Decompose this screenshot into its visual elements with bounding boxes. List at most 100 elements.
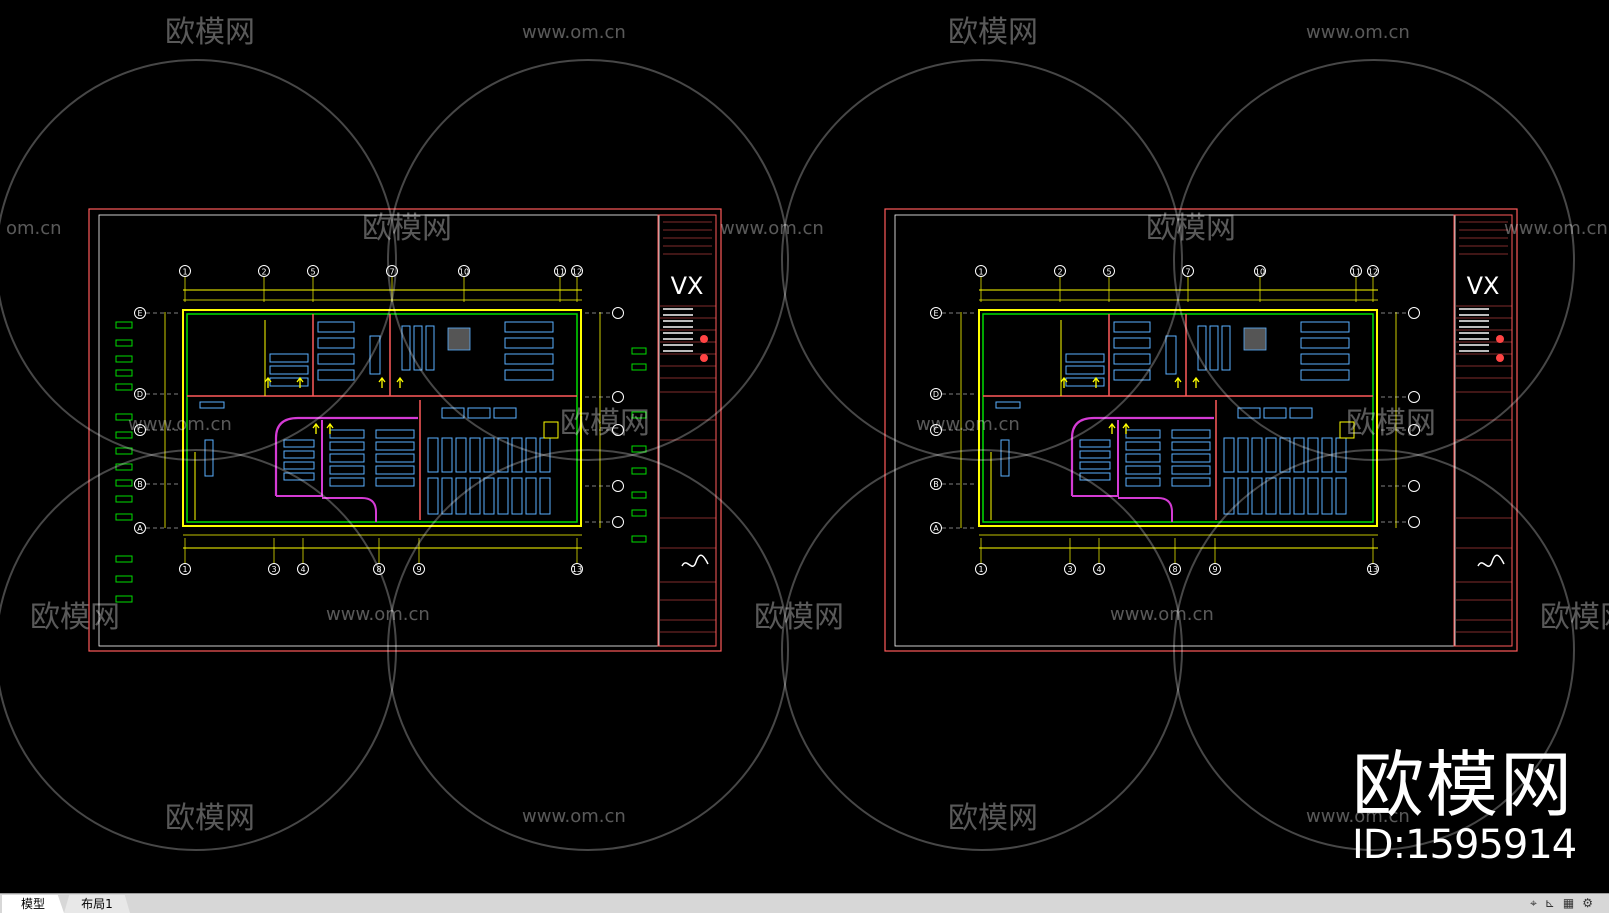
title-text-line bbox=[1459, 308, 1489, 310]
curved-wall bbox=[276, 420, 323, 497]
furniture-desk bbox=[1065, 377, 1105, 387]
watermark-brand: 欧模网 bbox=[948, 15, 1038, 50]
tag-marker bbox=[115, 447, 133, 455]
watermark-logo: 欧模网 bbox=[1352, 743, 1575, 827]
tag-marker bbox=[115, 369, 133, 377]
furniture-desk bbox=[1000, 439, 1010, 477]
grid-bubble bbox=[134, 388, 146, 400]
furniture-desk bbox=[1113, 337, 1151, 349]
door-arrow-icon bbox=[1092, 376, 1100, 388]
workstation bbox=[441, 477, 453, 515]
furniture-desk bbox=[1125, 477, 1161, 487]
grid-bubble bbox=[930, 478, 942, 490]
watermark-brand: 欧模网 bbox=[362, 211, 452, 246]
tab-layout1[interactable]: 布局1 bbox=[64, 895, 130, 913]
tab-model[interactable]: 模型 bbox=[2, 895, 64, 913]
grid-label: 3 bbox=[1067, 565, 1072, 574]
grid-bubble bbox=[1103, 265, 1115, 277]
title-text-line bbox=[1459, 350, 1489, 352]
watermark-arc bbox=[1173, 59, 1575, 461]
furniture-desk bbox=[1289, 407, 1313, 419]
tag-marker bbox=[631, 535, 647, 543]
furniture-desk bbox=[1300, 337, 1350, 349]
furniture-desk bbox=[283, 450, 315, 459]
furniture-desk bbox=[1171, 477, 1211, 487]
furniture-desk bbox=[467, 407, 491, 419]
workstation bbox=[1279, 477, 1291, 515]
furniture-desk bbox=[269, 377, 309, 387]
grid-label: 2 bbox=[1057, 268, 1062, 277]
workstation bbox=[469, 477, 481, 515]
grid-label: 11 bbox=[1351, 268, 1361, 277]
grid-bubble bbox=[413, 563, 425, 575]
grid-label: 4 bbox=[1096, 565, 1101, 574]
grid-label: 1 bbox=[182, 565, 187, 574]
curved-wall bbox=[1070, 416, 1214, 496]
furniture-desk bbox=[1079, 461, 1111, 470]
grid-bubble bbox=[134, 522, 146, 534]
watermark-arc bbox=[781, 59, 1183, 461]
grid-bubble bbox=[1367, 563, 1379, 575]
tag-marker bbox=[115, 431, 133, 439]
grid-label: 1 bbox=[182, 268, 187, 277]
workstation bbox=[1321, 437, 1333, 473]
furniture-desk bbox=[493, 407, 517, 419]
door-arrow-icon bbox=[1060, 376, 1068, 388]
tag-marker bbox=[631, 347, 647, 355]
grid-label: 9 bbox=[1212, 565, 1217, 574]
grid-bubble bbox=[1408, 480, 1420, 492]
grid-bubble bbox=[1408, 424, 1420, 436]
tag-marker bbox=[631, 363, 647, 371]
snap-icon[interactable]: ⌖ bbox=[1530, 896, 1545, 910]
door-arrow-icon bbox=[1108, 422, 1116, 434]
furniture-desk bbox=[1079, 472, 1111, 481]
watermark-arc bbox=[0, 59, 397, 461]
sheet-inner-border bbox=[894, 214, 1456, 647]
furniture-desk bbox=[375, 477, 415, 487]
furniture-desk bbox=[1171, 441, 1211, 451]
grid-label: D bbox=[933, 390, 939, 399]
settings-icon[interactable]: ⚙ bbox=[1582, 896, 1601, 910]
furniture-desk bbox=[1125, 453, 1161, 463]
furniture-desk bbox=[1300, 353, 1350, 365]
grid-bubble bbox=[1182, 265, 1194, 277]
tag-marker bbox=[115, 595, 133, 603]
watermark-arc bbox=[387, 449, 789, 851]
watermark-brand: 欧模网 bbox=[754, 600, 844, 635]
column bbox=[543, 421, 559, 439]
title-text-line bbox=[663, 344, 693, 346]
grid-bubble bbox=[386, 265, 398, 277]
curved-wall bbox=[1118, 497, 1173, 522]
grid-bubble bbox=[297, 563, 309, 575]
watermark-brand: 欧模网 bbox=[1146, 211, 1236, 246]
furniture-desk bbox=[1065, 365, 1105, 375]
workstation bbox=[1251, 477, 1263, 515]
workstation bbox=[1223, 477, 1235, 515]
ortho-icon[interactable]: ⊾ bbox=[1544, 896, 1563, 910]
furniture-desk bbox=[375, 429, 415, 439]
grid-bubble bbox=[134, 424, 146, 436]
furniture-desk bbox=[329, 477, 365, 487]
workstation bbox=[455, 477, 467, 515]
furniture-desk bbox=[1125, 465, 1161, 475]
furniture-desk bbox=[413, 325, 423, 371]
furniture-desk bbox=[1300, 369, 1350, 381]
title-logo: VX bbox=[671, 272, 704, 300]
furniture-desk bbox=[1300, 321, 1350, 333]
title-stamp-icon bbox=[700, 335, 708, 343]
furniture-desk bbox=[369, 335, 381, 375]
title-text-line bbox=[1459, 338, 1489, 340]
grid-icon[interactable]: ▦ bbox=[1562, 896, 1583, 910]
grid-label: C bbox=[933, 426, 939, 435]
curved-wall bbox=[1072, 420, 1119, 497]
door-arrow-icon bbox=[264, 376, 272, 388]
workstation bbox=[1307, 477, 1319, 515]
furniture-desk bbox=[504, 337, 554, 349]
grid-bubble bbox=[612, 424, 624, 436]
title-block bbox=[657, 214, 717, 647]
grid-bubble bbox=[612, 516, 624, 528]
grid-bubble bbox=[975, 265, 987, 277]
watermark-site: www.om.cn bbox=[326, 604, 430, 625]
